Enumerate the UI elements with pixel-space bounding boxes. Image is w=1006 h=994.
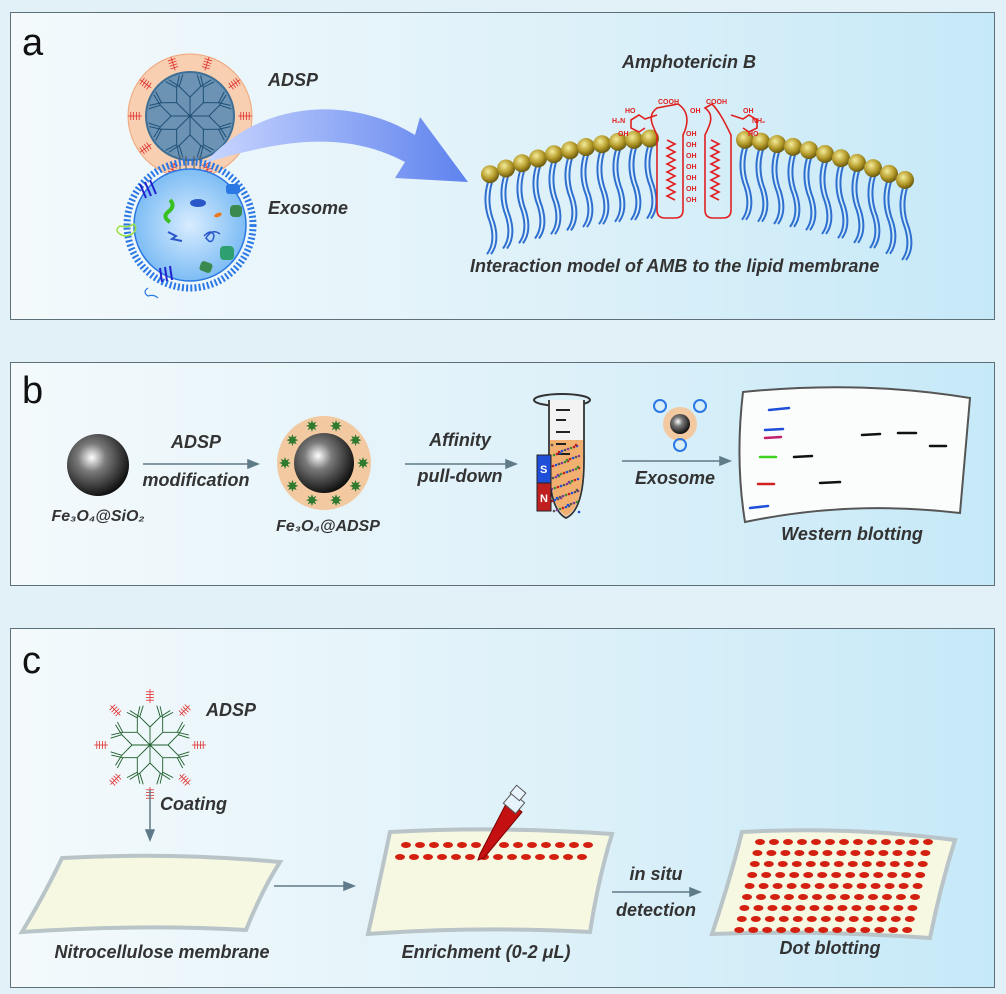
svg-text:OH: OH bbox=[686, 131, 697, 138]
panel-a-letter: a bbox=[22, 22, 44, 64]
adsp-label-c: ADSP bbox=[206, 700, 257, 720]
svg-text:OH: OH bbox=[618, 131, 629, 138]
svg-text:OH: OH bbox=[686, 164, 697, 171]
svg-text:HO: HO bbox=[625, 108, 636, 115]
svg-text:OH: OH bbox=[743, 108, 754, 115]
pipette-icon[interactable] bbox=[477, 784, 527, 861]
in-situ-label: in situ bbox=[629, 864, 683, 884]
nitrocellulose-label: Nitrocellulose membrane bbox=[54, 942, 270, 962]
interaction-model-caption: Interaction model of AMB to the lipid me… bbox=[470, 256, 880, 276]
exosome-vesicle bbox=[116, 158, 257, 299]
dot-blot-grid bbox=[734, 839, 933, 933]
panel-c-letter: c bbox=[22, 640, 41, 682]
step-arrow-icon bbox=[143, 458, 261, 470]
panel-b-letter: b bbox=[22, 370, 44, 412]
magnet-n-label: N bbox=[540, 493, 548, 505]
amb-labels: COOH COOH HO H₂N OH OH OH NH₂ HO OH OH OH O… bbox=[612, 99, 765, 204]
magnetic-tube bbox=[533, 393, 591, 519]
western-blot-membrane bbox=[738, 386, 972, 524]
step-arrow-icon bbox=[405, 458, 519, 470]
amphotericin-b-label: Amphotericin B bbox=[622, 52, 757, 72]
transfer-arrow-icon bbox=[205, 109, 468, 182]
svg-text:COOH: COOH bbox=[706, 99, 727, 106]
western-blotting-label: Western blotting bbox=[781, 524, 923, 544]
enrichment-dots bbox=[395, 842, 593, 860]
coating-arrow-icon bbox=[144, 790, 156, 843]
fe3o4-sio2-label: Fe₃O₄@SiO₂ bbox=[51, 508, 145, 525]
step-arrow-icon bbox=[612, 886, 703, 898]
magnet-s-label: S bbox=[540, 464, 547, 476]
exosome-label: Exosome bbox=[268, 198, 349, 218]
lipid-membrane bbox=[481, 129, 914, 261]
svg-text:OH: OH bbox=[690, 108, 701, 115]
adsp-dendrimer bbox=[94, 689, 206, 801]
nitrocellulose-membrane bbox=[18, 853, 284, 935]
fe3o4-adsp-label: Fe₃O₄@ADSP bbox=[276, 518, 380, 535]
adsp-step-label: ADSP bbox=[170, 432, 222, 452]
captured-exosome-bead bbox=[653, 399, 707, 452]
dot-blotting-label: Dot blotting bbox=[779, 938, 881, 958]
step-arrow-icon bbox=[622, 455, 733, 467]
svg-text:OH: OH bbox=[686, 175, 697, 182]
adsp-dendrimer-sphere bbox=[127, 53, 253, 179]
exosome-step-label: Exosome bbox=[634, 468, 716, 488]
svg-text:OH: OH bbox=[686, 153, 697, 160]
svg-text:NH₂: NH₂ bbox=[752, 118, 765, 125]
enrichment-label: Enrichment (0-2 μL) bbox=[401, 942, 571, 962]
step-arrow-icon bbox=[274, 880, 357, 892]
pull-down-step-label: pull-down bbox=[417, 466, 503, 486]
amphotericin-b-molecule bbox=[630, 103, 758, 219]
fe3o4-adsp-particle bbox=[277, 416, 371, 510]
svg-text:H₂N: H₂N bbox=[612, 118, 625, 125]
fe3o4-sio2-bead bbox=[67, 434, 129, 496]
detection-label: detection bbox=[615, 900, 697, 920]
affinity-step-label: Affinity bbox=[429, 430, 491, 450]
svg-text:OH: OH bbox=[686, 186, 697, 193]
svg-text:OH: OH bbox=[686, 197, 697, 204]
svg-text:HO: HO bbox=[748, 131, 759, 138]
adsp-label: ADSP bbox=[268, 70, 319, 90]
svg-text:COOH: COOH bbox=[658, 99, 679, 106]
svg-text:OH: OH bbox=[686, 142, 697, 149]
modification-step-label: modification bbox=[142, 470, 250, 490]
coating-label: Coating bbox=[160, 794, 227, 814]
